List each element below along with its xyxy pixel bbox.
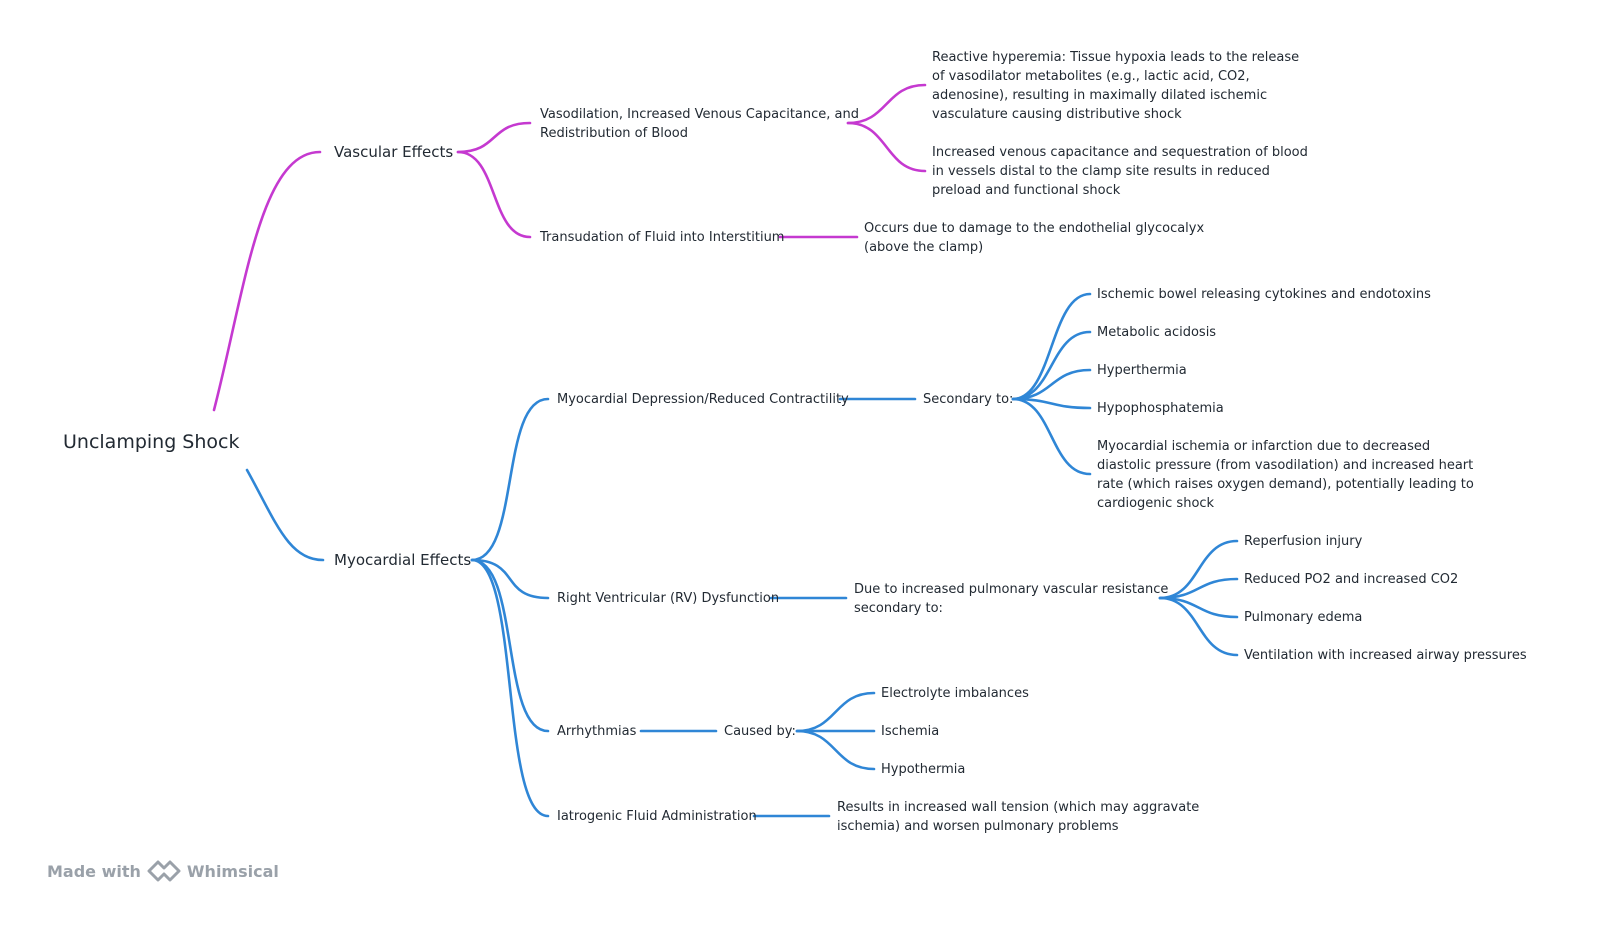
rv-cause-node[interactable]: Reduced PO2 and increased CO2 xyxy=(1244,572,1459,587)
edge-root-myocardial xyxy=(245,468,325,562)
arrhythmia-cause-node[interactable]: Ischemia xyxy=(881,724,940,739)
whimsical-logo-icon xyxy=(147,860,181,882)
depression-cause-node[interactable]: Ischemic bowel releasing cytokines and e… xyxy=(1097,287,1431,302)
edge-myocardial-rv xyxy=(470,558,550,600)
iatrogenic-fluid-node[interactable]: Iatrogenic Fluid Administration xyxy=(557,809,757,824)
edge-vasodilation-hyperemia xyxy=(846,83,927,125)
glycocalyx-node[interactable]: Occurs due to damage to the endothelial … xyxy=(864,221,1205,255)
edge-vasodilation-capacitance xyxy=(846,121,927,173)
edge-secondary-cause-3 xyxy=(1011,368,1092,401)
edge-caused-cause-3 xyxy=(795,729,876,771)
edge-due-cause-4 xyxy=(1158,596,1239,657)
rv-cause-node[interactable]: Reperfusion injury xyxy=(1244,534,1363,549)
edge-myocardial-depression xyxy=(470,397,550,562)
edge-secondary-cause-1 xyxy=(1011,292,1092,401)
venous-capacitance-node[interactable]: Increased venous capacitance and sequest… xyxy=(932,145,1308,198)
myocardial-effects-node[interactable]: Myocardial Effects xyxy=(334,551,472,569)
depression-cause-node[interactable]: Metabolic acidosis xyxy=(1097,325,1217,340)
edge-caused-cause-1 xyxy=(795,691,876,733)
edge-vascular-transudation xyxy=(456,150,532,239)
made-with-whimsical-badge[interactable]: Made with Whimsical xyxy=(47,858,279,884)
root-node[interactable]: Unclamping Shock xyxy=(63,431,240,453)
arrhythmias-node[interactable]: Arrhythmias xyxy=(557,724,637,739)
reactive-hyperemia-node[interactable]: Reactive hyperemia: Tissue hypoxia leads… xyxy=(932,50,1300,122)
caused-by-node[interactable]: Caused by: xyxy=(724,724,796,739)
edge-vascular-vasodilation xyxy=(456,121,532,154)
edge-due-cause-1 xyxy=(1158,539,1239,600)
pulmonary-resistance-node[interactable]: Due to increased pulmonary vascular resi… xyxy=(854,582,1169,616)
depression-cause-node[interactable]: Hypophosphatemia xyxy=(1097,401,1224,416)
edge-secondary-cause-2 xyxy=(1011,330,1092,401)
secondary-to-node[interactable]: Secondary to: xyxy=(923,392,1014,407)
edge-secondary-cause-4 xyxy=(1011,397,1092,410)
edge-myocardial-fluid xyxy=(470,558,550,818)
wall-tension-node[interactable]: Results in increased wall tension (which… xyxy=(837,800,1200,834)
depression-cause-node[interactable]: Myocardial ischemia or infarction due to… xyxy=(1097,439,1474,511)
edge-myocardial-arrhythmias xyxy=(470,558,550,733)
arrhythmia-cause-node[interactable]: Hypothermia xyxy=(881,762,966,777)
made-with-label: Made with xyxy=(47,861,141,881)
rv-cause-node[interactable]: Pulmonary edema xyxy=(1244,610,1363,625)
edge-secondary-cause-5 xyxy=(1011,397,1092,476)
rv-cause-node[interactable]: Ventilation with increased airway pressu… xyxy=(1244,648,1527,663)
edge-root-vascular xyxy=(212,150,322,412)
whimsical-brand-label: Whimsical xyxy=(186,861,279,881)
myocardial-depression-node[interactable]: Myocardial Depression/Reduced Contractil… xyxy=(557,392,849,407)
arrhythmia-cause-node[interactable]: Electrolyte imbalances xyxy=(881,686,1029,701)
rv-dysfunction-node[interactable]: Right Ventricular (RV) Dysfunction xyxy=(557,591,780,606)
depression-cause-node[interactable]: Hyperthermia xyxy=(1097,363,1187,378)
vasodilation-node[interactable]: Vasodilation, Increased Venous Capacitan… xyxy=(540,107,859,141)
transudation-node[interactable]: Transudation of Fluid into Interstitium xyxy=(540,230,785,245)
vascular-effects-node[interactable]: Vascular Effects xyxy=(334,143,454,161)
